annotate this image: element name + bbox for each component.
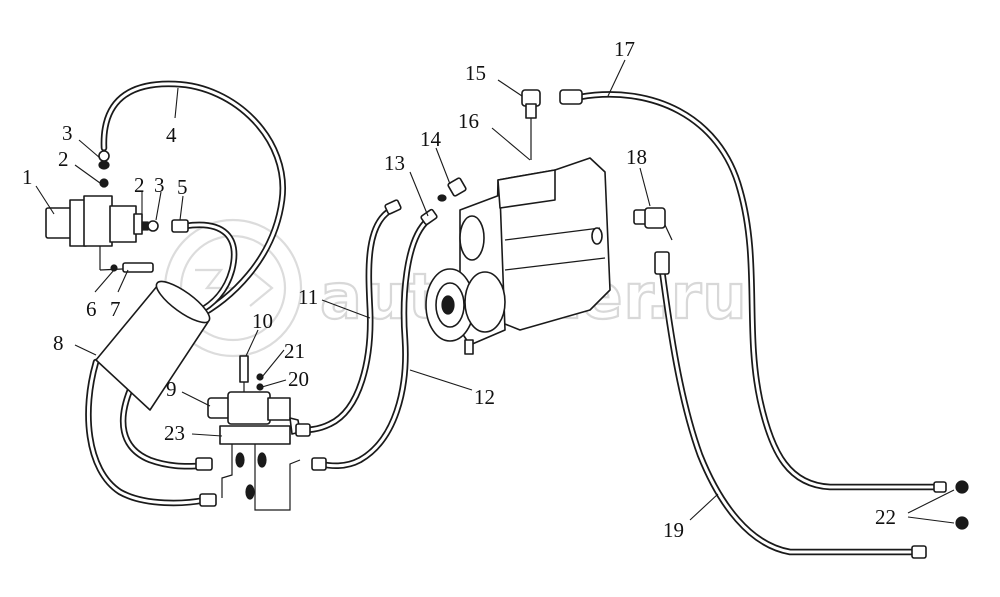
part-9-pump (207, 355, 301, 511)
callout-1: 1 (22, 165, 33, 189)
callout-11: 11 (298, 285, 318, 309)
callout-9: 9 (166, 377, 177, 401)
callout-8: 8 (53, 331, 64, 355)
hose-end-fittings-left (195, 423, 327, 507)
part-15-elbow (521, 89, 541, 160)
part-22-caps (911, 480, 969, 559)
callout-19: 19 (663, 518, 684, 542)
callout-20: 20 (288, 367, 309, 391)
hose-11 (296, 204, 399, 434)
part-8-filter (95, 280, 211, 411)
hose-12 (316, 216, 432, 469)
part-1-valve (45, 195, 146, 271)
part-18-elbow (633, 207, 673, 241)
part-13-14-fittings (384, 177, 467, 226)
callout-17: 17 (614, 37, 635, 61)
callout-12: 12 (474, 385, 495, 409)
hose-left-lower-a (119, 386, 204, 470)
part-2-3-washers (98, 150, 110, 188)
callout-18: 18 (626, 145, 647, 169)
hose-5 (181, 221, 238, 316)
callout-3-second: 3 (154, 173, 165, 197)
hose-left-lower-b (85, 358, 209, 507)
callout-6: 6 (86, 297, 97, 321)
callout-7: 7 (110, 297, 121, 321)
callout-2-second: 2 (134, 173, 145, 197)
callout-13: 13 (384, 151, 405, 175)
hose-19 (658, 266, 924, 556)
part-17-fitting (559, 89, 583, 105)
part-2-3-5-fittings (141, 219, 189, 233)
callout-15: 15 (465, 61, 486, 85)
callout-5: 5 (177, 175, 188, 199)
callout-labels: 1 2 3 4 2 3 5 6 7 8 9 10 11 12 13 14 15 … (22, 37, 896, 542)
hose-17 (576, 91, 944, 491)
part-16-compressor (425, 157, 611, 355)
callout-4: 4 (166, 123, 177, 147)
callout-23: 23 (164, 421, 185, 445)
callout-22: 22 (875, 505, 896, 529)
callout-10: 10 (252, 309, 273, 333)
leader-lines (35, 59, 955, 524)
part-6-7-bolt (110, 262, 154, 273)
callout-21: 21 (284, 339, 305, 363)
callout-3: 3 (62, 121, 73, 145)
part-19-fitting (654, 251, 670, 275)
hose-4 (100, 80, 287, 322)
callout-2: 2 (58, 147, 69, 171)
callout-14: 14 (420, 127, 442, 151)
callout-16: 16 (458, 109, 479, 133)
